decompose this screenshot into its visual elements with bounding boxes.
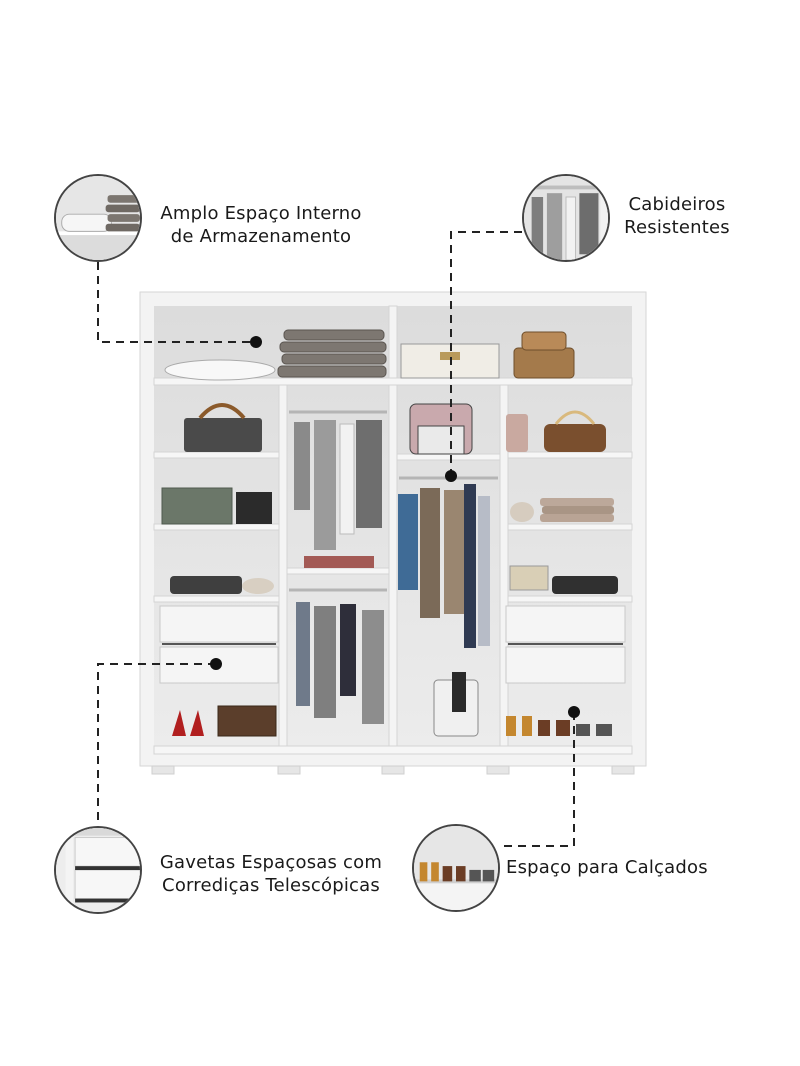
pillow <box>164 359 276 381</box>
hanging-clothes-lower-left <box>296 602 384 724</box>
drawers-right <box>505 605 626 684</box>
storage-boxes-left <box>161 487 272 525</box>
callout-shoes-label: Espaço para Calçados <box>506 857 708 878</box>
shoes-icon <box>412 824 500 912</box>
hanging-clothes-icon <box>522 174 610 262</box>
drawer-icon <box>54 826 142 914</box>
callout-drawers-label: Gavetas Espaçosas com Corrediças Telescó… <box>159 852 383 896</box>
leader-lines <box>97 231 575 847</box>
jewelry-box <box>217 705 277 737</box>
tote-bag <box>433 672 479 737</box>
backpack <box>409 403 473 455</box>
leader-dots <box>210 336 580 718</box>
folded-blankets-icon <box>54 174 142 262</box>
hanging-clothes-right <box>398 484 490 648</box>
folded-blankets <box>277 329 387 378</box>
hat-boxes <box>513 331 575 379</box>
handbag-left <box>184 403 262 452</box>
folded-clothes-left <box>170 576 274 594</box>
callout-hangers-label: Cabideiros Resistentes <box>624 194 730 238</box>
drawers-left <box>159 605 279 684</box>
shoes-row <box>506 716 612 736</box>
wardrobe-feet <box>151 765 635 775</box>
folded-towels-center <box>304 556 374 568</box>
towels-right <box>510 498 614 522</box>
handbags-right <box>506 410 606 452</box>
callout-storage-label: Amplo Espaço Interno de Armazenamento <box>160 203 362 247</box>
hanging-clothes-upper-left <box>294 420 382 550</box>
heels <box>172 710 204 736</box>
folded-clothes-right <box>509 565 618 594</box>
